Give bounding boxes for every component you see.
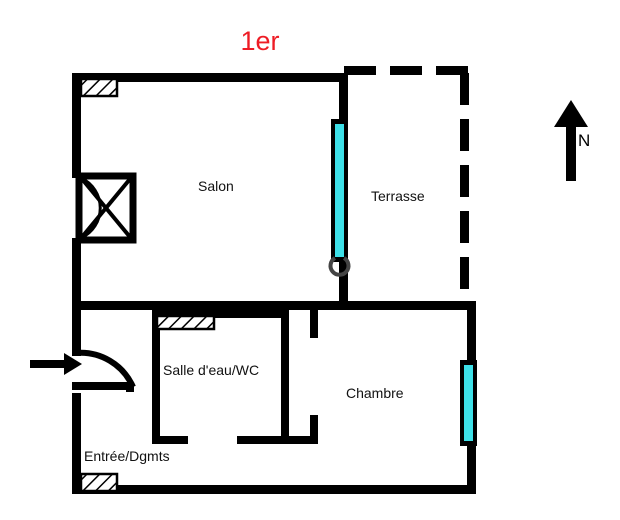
terrace-boundary-dashed: [344, 66, 470, 306]
page-title: 1er: [240, 26, 280, 56]
crossed-square-window-icon: [75, 172, 137, 244]
window-chambre-east-icon: [460, 360, 477, 446]
room-label-chambre: Chambre: [346, 385, 404, 401]
wall-south: [72, 485, 476, 494]
compass-north-label: N: [578, 131, 591, 150]
wall-bathroom-south-right: [237, 436, 289, 444]
wall-chambre-partition-bottom: [310, 415, 318, 444]
wall-west-upper: [72, 73, 81, 178]
hatch-bathroom-top-icon: [155, 314, 216, 331]
wall-bathroom-south-left: [152, 436, 188, 444]
wall-bathroom-north: [152, 310, 287, 318]
hatched-wall-segments: [79, 77, 216, 493]
hatch-top-left-icon: [79, 77, 119, 98]
wall-bathroom-east: [281, 310, 289, 444]
room-label-entree-dgmts: Entrée/Dgmts: [84, 448, 170, 464]
room-label-salle-deau-wc: Salle d'eau/WC: [163, 362, 260, 378]
room-label-terrasse: Terrasse: [371, 188, 425, 204]
hatch-bottom-left-icon: [79, 472, 119, 493]
exterior-walls: [72, 73, 476, 494]
wall-north-salon: [72, 73, 344, 82]
room-label-salon: Salon: [198, 178, 234, 194]
wall-west-lower: [72, 393, 81, 494]
wall-mid-horizontal: [72, 301, 476, 310]
interior-walls-bedroom-partition: [289, 310, 318, 444]
north-arrow-icon: [554, 100, 588, 181]
interior-walls-bathroom: [152, 310, 289, 444]
sliding-door-salon-terrasse-icon: [328, 119, 351, 277]
entry-arrow-icon: [30, 353, 82, 375]
wall-bathroom-west: [152, 310, 160, 444]
wall-chambre-partition-foot: [289, 436, 318, 444]
wall-chambre-partition-top: [310, 310, 318, 338]
entry-door-swing-icon: [72, 348, 136, 392]
wall-west-middle: [72, 238, 81, 351]
